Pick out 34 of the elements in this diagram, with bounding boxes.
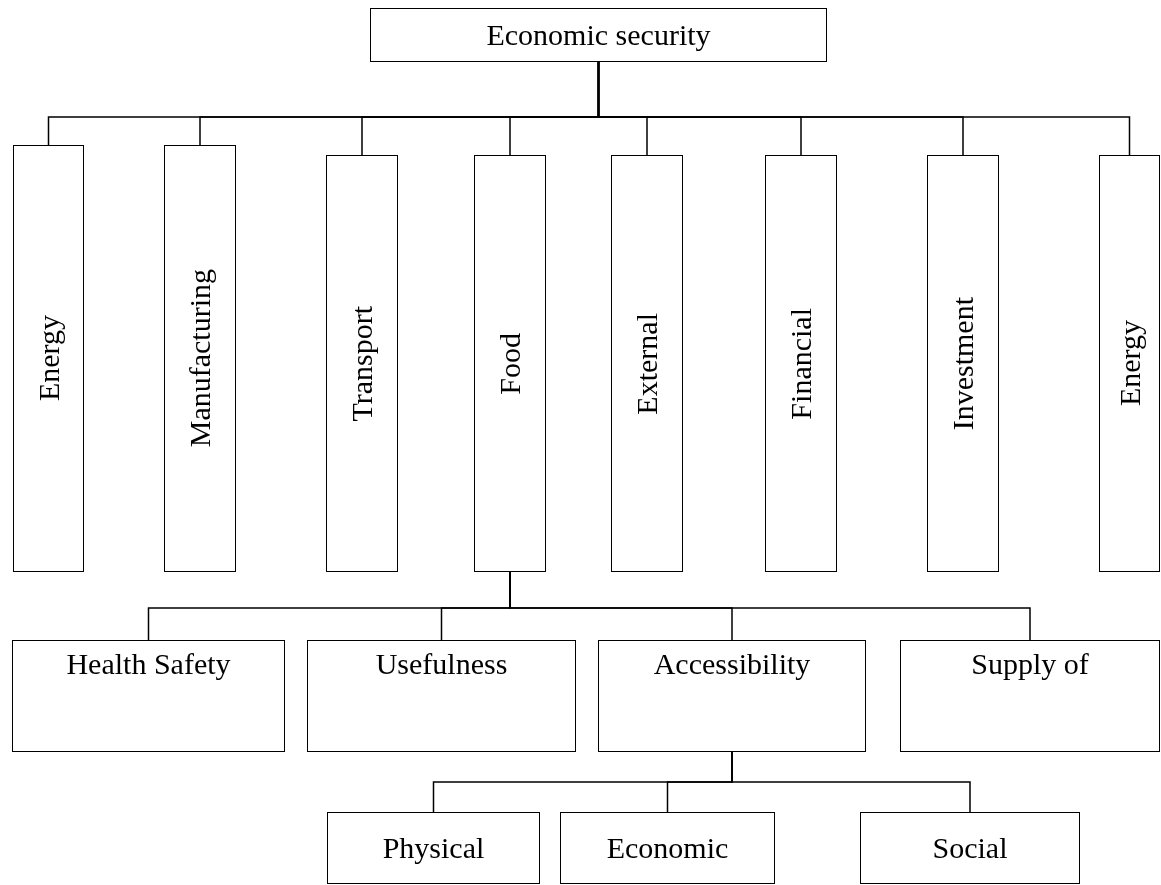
- category-box: [1099, 155, 1160, 572]
- box-label: Health Safety: [66, 649, 231, 679]
- category-box: [164, 145, 236, 572]
- connector-line: [597, 61, 1131, 156]
- category-box: [598, 640, 866, 752]
- box-label: Food: [495, 332, 525, 395]
- category-box: [927, 155, 999, 572]
- category-box: [560, 812, 775, 884]
- category-box: [326, 155, 398, 572]
- box-label: Manufacturing: [185, 269, 215, 448]
- box-label: External: [632, 312, 662, 415]
- category-box: [860, 812, 1080, 884]
- box-label: Transport: [347, 305, 377, 422]
- category-box: [370, 8, 827, 62]
- category-box: [765, 155, 837, 572]
- category-box: [474, 155, 546, 572]
- category-box: [307, 640, 576, 752]
- category-box: [900, 640, 1160, 752]
- box-label: Accessibility: [653, 649, 811, 679]
- box-label: Investment: [948, 296, 978, 431]
- box-label: Economic security: [486, 20, 711, 50]
- box-label: Financial: [786, 307, 816, 420]
- box-label: Supply of: [971, 649, 1089, 679]
- box-label: Social: [932, 833, 1008, 863]
- category-box: [12, 640, 285, 752]
- category-box: [13, 145, 84, 572]
- box-label: Physical: [382, 833, 485, 863]
- connector-line: [731, 751, 971, 813]
- box-label: Energy: [1114, 320, 1145, 407]
- box-label: Energy: [33, 315, 64, 402]
- box-label: Usefulness: [375, 649, 508, 679]
- box-label: Economic: [606, 833, 729, 863]
- category-box: [611, 155, 683, 572]
- category-box: [327, 812, 540, 884]
